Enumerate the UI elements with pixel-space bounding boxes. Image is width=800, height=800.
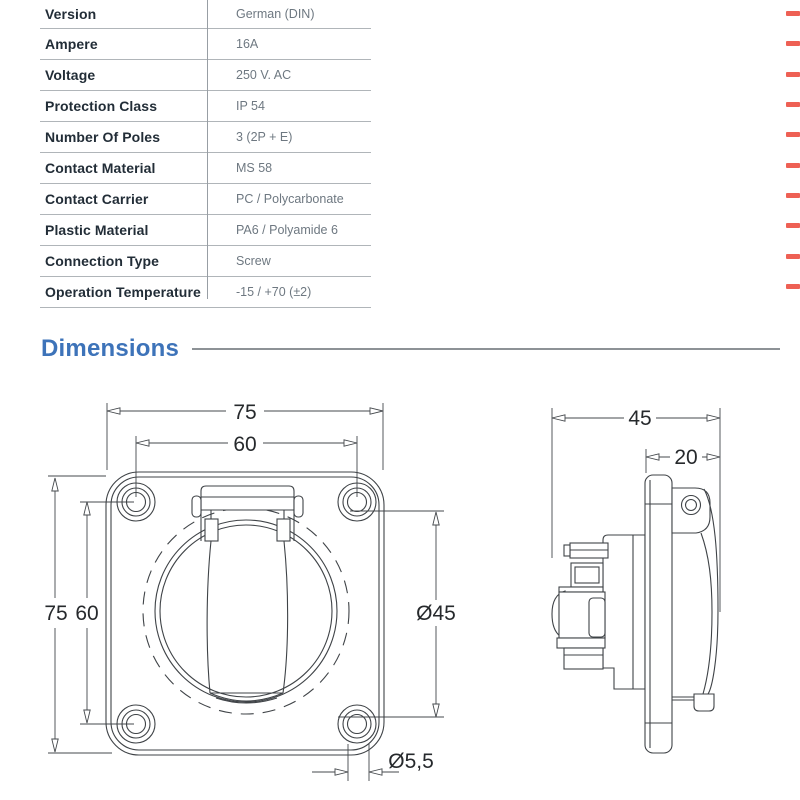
lid-cover xyxy=(142,507,350,715)
page-edge-mark xyxy=(786,284,800,289)
table-row: Contact Material MS 58 xyxy=(40,153,371,184)
side-view-drawing: 45 20 xyxy=(551,407,721,754)
dimension-label-lid-diameter: Ø45 xyxy=(416,602,456,625)
section-title: Dimensions xyxy=(41,335,180,362)
spec-value: Screw xyxy=(236,254,271,268)
spec-label: Ampere xyxy=(45,36,98,52)
table-column-divider xyxy=(207,0,208,299)
page-edge-mark xyxy=(786,72,800,77)
table-row: Version German (DIN) xyxy=(40,0,371,29)
table-row: Operation Temperature -15 / +70 (±2) xyxy=(40,277,371,308)
mounting-holes xyxy=(116,482,377,744)
socket-rear-body xyxy=(551,534,646,690)
table-row: Protection Class IP 54 xyxy=(40,91,371,122)
spec-label: Version xyxy=(45,6,97,22)
page-edge-mark xyxy=(786,254,800,259)
front-view-drawing: 75 60 75 60 Ø45 Ø5,5 xyxy=(44,401,456,781)
spec-value: PA6 / Polyamide 6 xyxy=(236,223,338,237)
dimension-label-left-hole-spacing: 60 xyxy=(75,602,98,625)
dimension-label-left-height: 75 xyxy=(44,602,67,625)
page-edge-mark xyxy=(786,11,800,16)
dimension-label-total-depth: 45 xyxy=(628,407,651,430)
spec-label: Plastic Material xyxy=(45,222,149,238)
spec-value: PC / Polycarbonate xyxy=(236,192,344,206)
section-title-rule xyxy=(192,348,780,350)
hinge-bracket xyxy=(191,485,304,542)
dimension-label-hole-diameter: Ø5,5 xyxy=(388,750,434,773)
spec-label: Contact Carrier xyxy=(45,191,149,207)
spec-label: Voltage xyxy=(45,67,96,83)
spec-label: Protection Class xyxy=(45,98,158,114)
side-hinge xyxy=(671,487,711,534)
table-row: Voltage 250 V. AC xyxy=(40,60,371,91)
table-row: Plastic Material PA6 / Polyamide 6 xyxy=(40,215,371,246)
dimension-label-top-hole-spacing: 60 xyxy=(233,433,256,456)
table-row: Contact Carrier PC / Polycarbonate xyxy=(40,184,371,215)
page-edge-mark xyxy=(786,163,800,168)
table-row: Ampere 16A xyxy=(40,29,371,60)
spec-value: 3 (2P + E) xyxy=(236,130,293,144)
flange-side-profile xyxy=(644,474,673,754)
spec-label: Contact Material xyxy=(45,160,156,176)
page-edge-mark xyxy=(786,132,800,137)
page-edge-mark xyxy=(786,223,800,228)
spec-value: German (DIN) xyxy=(236,7,315,21)
page-edge-mark xyxy=(786,102,800,107)
table-row: Number Of Poles 3 (2P + E) xyxy=(40,122,371,153)
dimension-label-front-depth: 20 xyxy=(674,446,697,469)
spec-table: Version German (DIN) Ampere 16A Voltage … xyxy=(40,0,371,308)
spec-value: 16A xyxy=(236,37,259,51)
spec-label: Number Of Poles xyxy=(45,129,161,145)
spec-label: Operation Temperature xyxy=(45,284,201,300)
page-edge-mark xyxy=(786,41,800,46)
spec-value: 250 V. AC xyxy=(236,68,292,82)
spec-value: IP 54 xyxy=(236,99,265,113)
spec-label: Connection Type xyxy=(45,253,160,269)
side-lid xyxy=(672,488,719,712)
page-edge-mark xyxy=(786,193,800,198)
table-row: Connection Type Screw xyxy=(40,246,371,277)
spec-value: MS 58 xyxy=(236,161,273,175)
spec-value: -15 / +70 (±2) xyxy=(236,285,312,299)
dimension-label-top-width: 75 xyxy=(233,401,256,424)
